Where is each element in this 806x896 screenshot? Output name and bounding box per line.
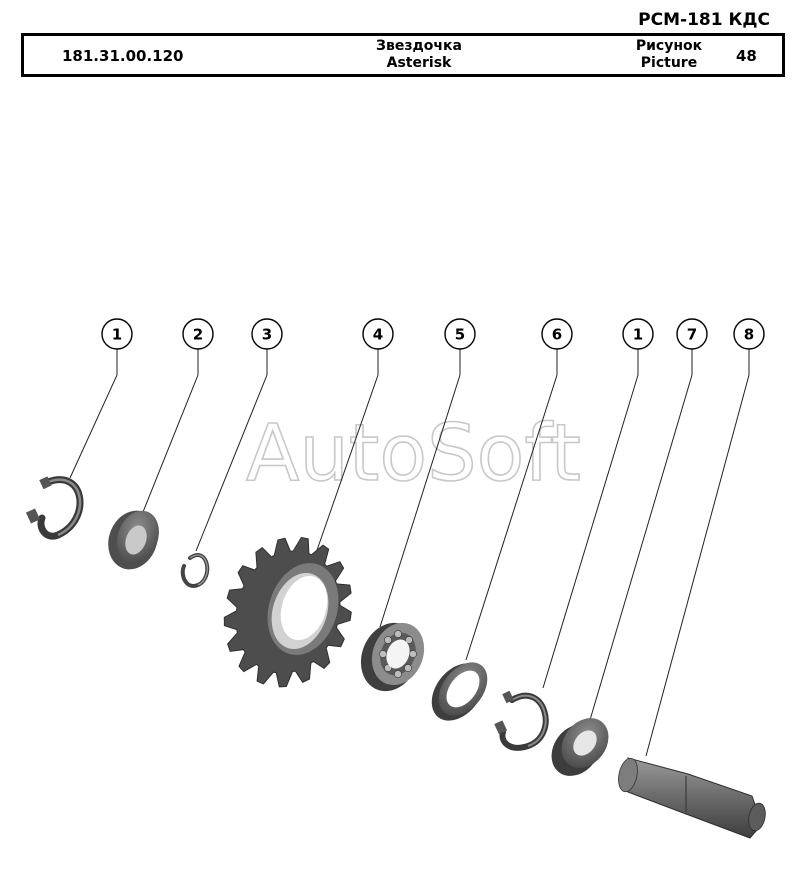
callout-bubbles: 1 2 3 4 5 6 1 7 8 xyxy=(101,318,765,350)
svg-text:1: 1 xyxy=(112,326,122,344)
axle-shaft xyxy=(618,757,766,839)
picture-label-en: Picture xyxy=(640,55,698,71)
callout-2: 2 xyxy=(182,318,214,350)
snap-ring-small xyxy=(180,553,210,588)
svg-text:7: 7 xyxy=(687,326,697,344)
callout-7: 7 xyxy=(676,318,708,350)
svg-text:8: 8 xyxy=(744,326,754,344)
svg-text:2: 2 xyxy=(193,326,203,344)
picture-label-ru: Рисунок xyxy=(635,38,703,54)
leader-lines xyxy=(69,349,750,757)
picture-label: Рисунок Picture xyxy=(614,38,724,72)
watermark: AutoSoft xyxy=(246,409,581,499)
retaining-ring-left xyxy=(25,476,84,540)
svg-text:1: 1 xyxy=(633,326,643,344)
callout-4: 4 xyxy=(362,318,394,350)
callout-1b: 1 xyxy=(622,318,654,350)
cup-washer xyxy=(108,510,159,570)
sprocket xyxy=(223,536,352,688)
svg-text:4: 4 xyxy=(373,326,383,344)
retaining-ring-right xyxy=(494,690,549,751)
model-title: РСМ-181 КДС xyxy=(638,10,770,30)
flat-washer xyxy=(431,662,488,721)
part-name-en: Asterisk xyxy=(386,55,452,71)
callout-3: 3 xyxy=(251,318,283,350)
svg-text:6: 6 xyxy=(552,326,562,344)
title-block: 181.31.00.120 Звездочка Asterisk Рисунок… xyxy=(21,33,785,77)
spacer-ring xyxy=(551,718,609,776)
callout-6: 6 xyxy=(541,318,573,350)
picture-number: 48 xyxy=(736,47,757,65)
callout-5: 5 xyxy=(444,318,476,350)
svg-text:3: 3 xyxy=(262,326,272,344)
part-name-ru: Звездочка xyxy=(376,38,462,54)
part-code: 181.31.00.120 xyxy=(62,47,184,65)
callout-8: 8 xyxy=(733,318,765,350)
ball-bearing xyxy=(360,622,425,692)
svg-text:5: 5 xyxy=(455,326,465,344)
part-name: Звездочка Asterisk xyxy=(314,38,524,72)
callout-1: 1 xyxy=(101,318,133,350)
